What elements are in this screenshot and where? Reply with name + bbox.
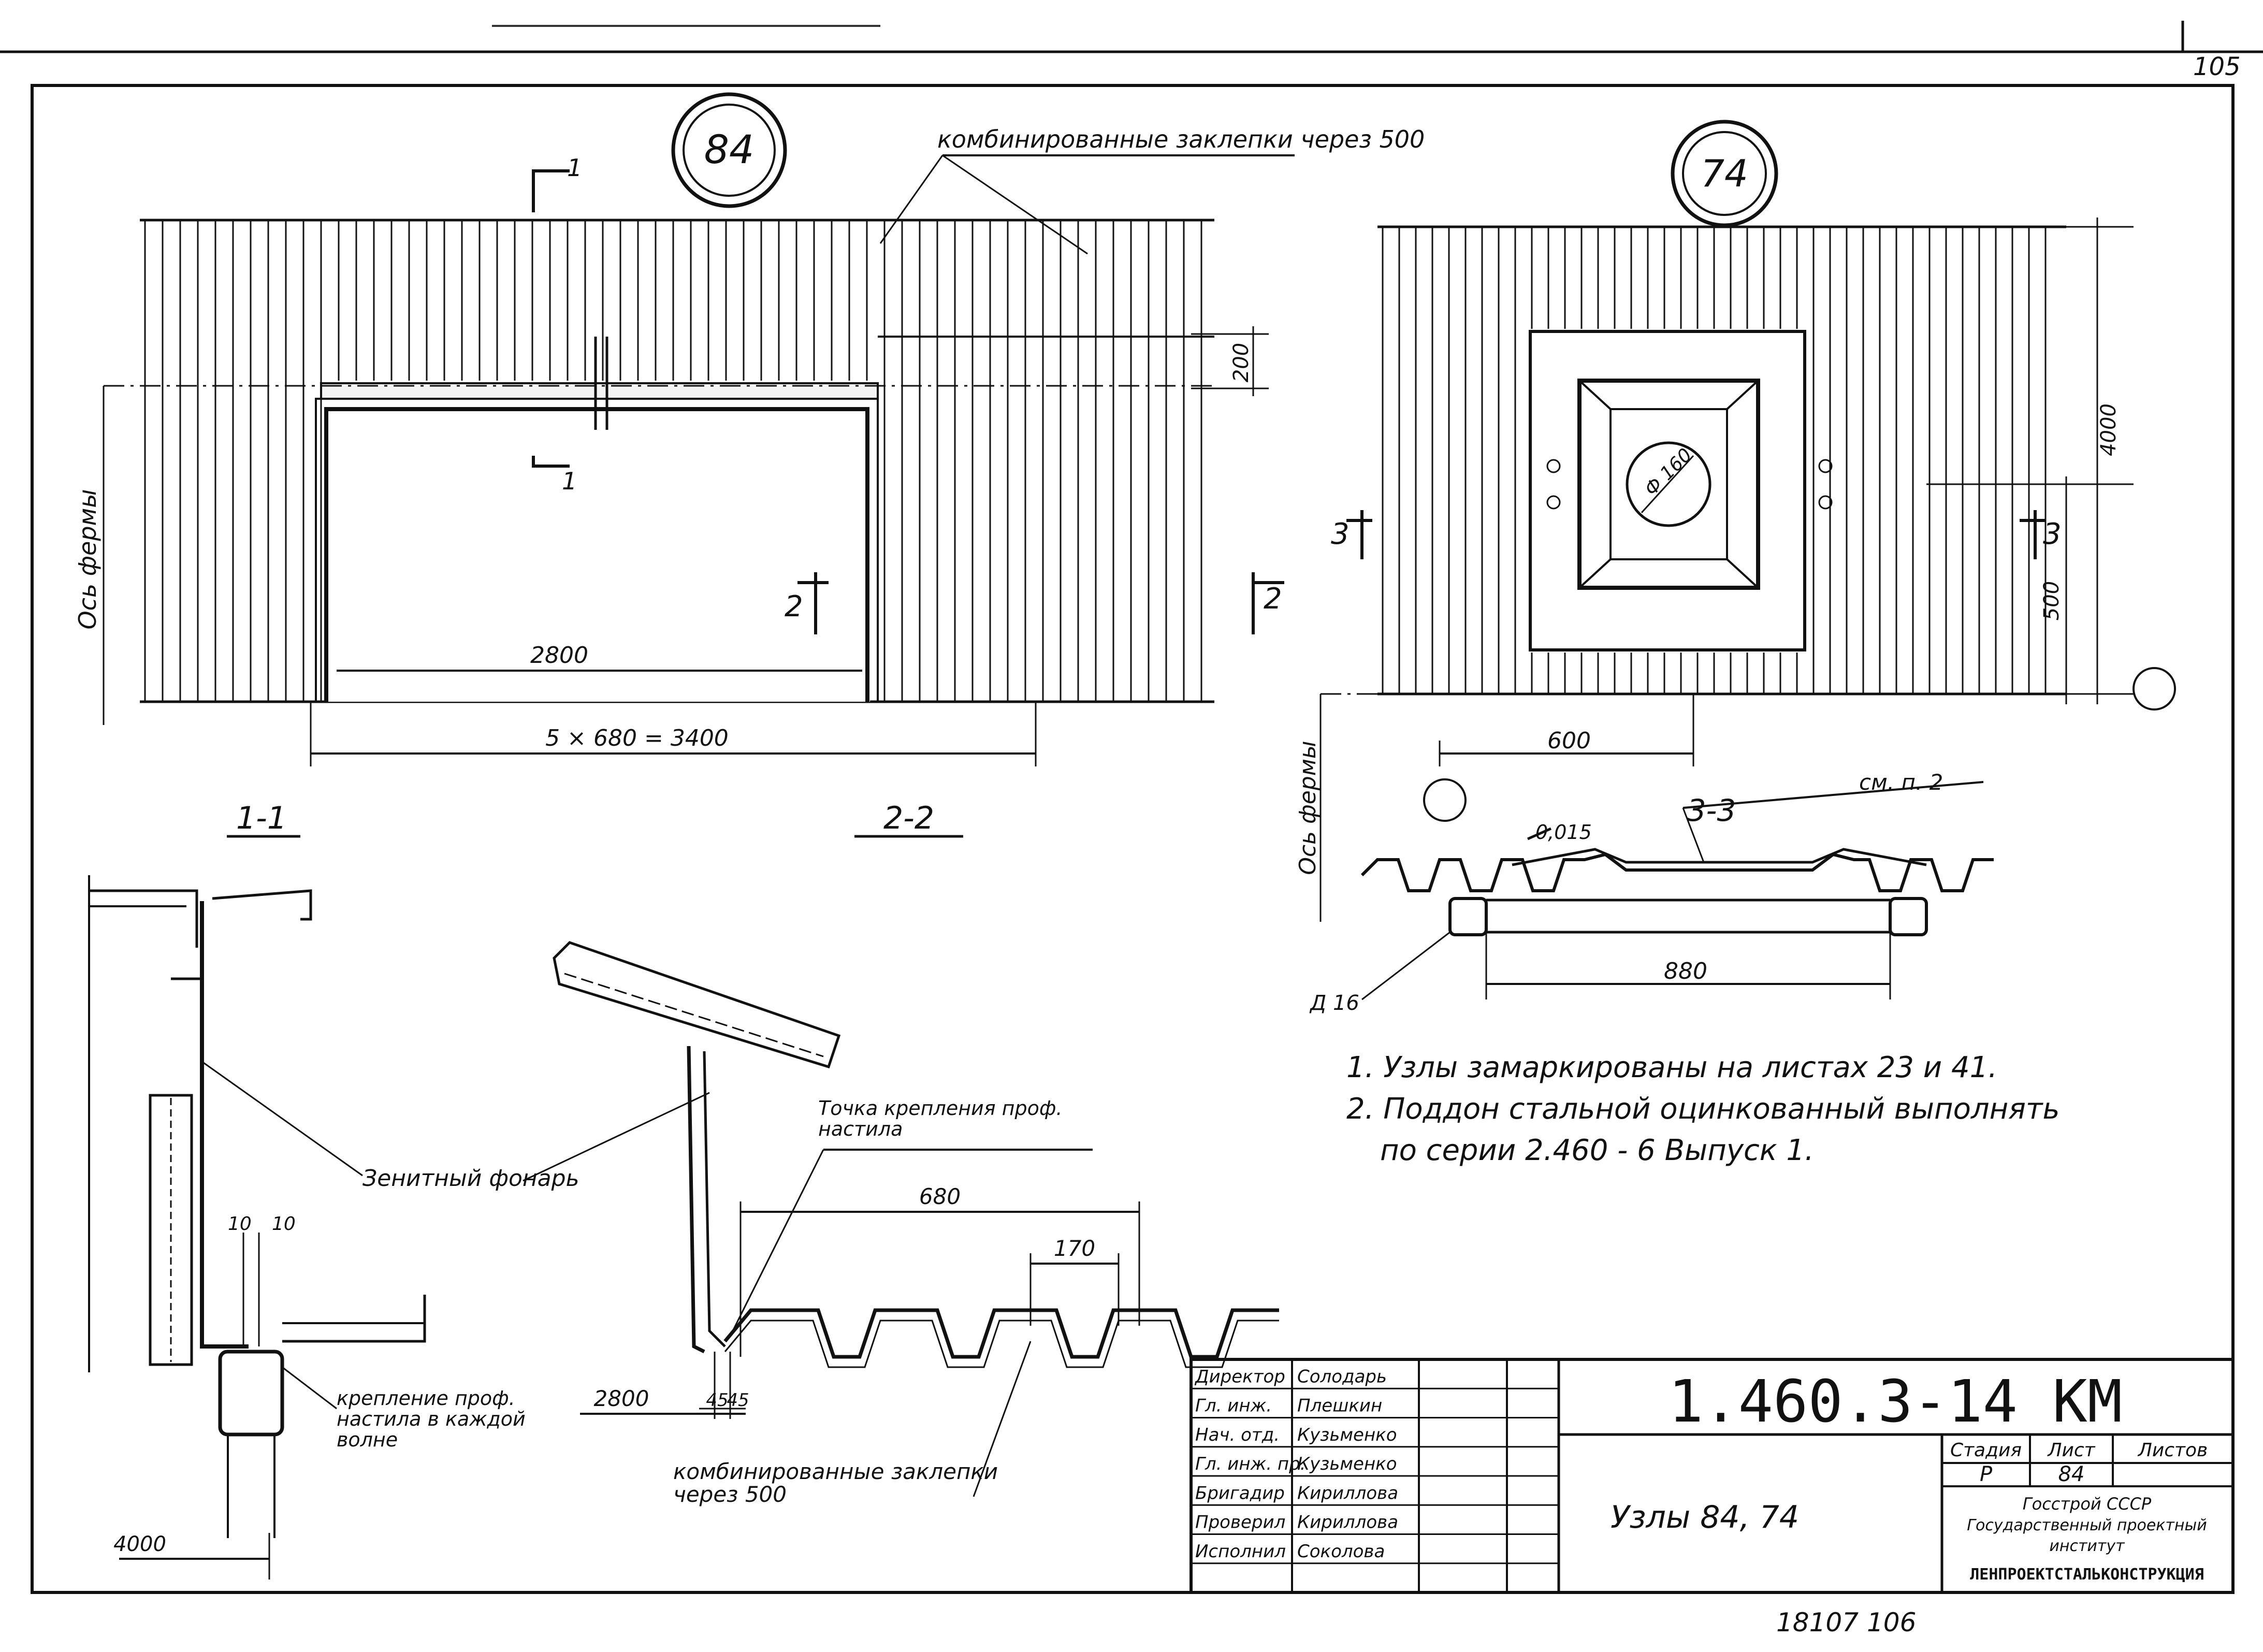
node-84-plan: [103, 92, 1295, 766]
section-2-2-callout: комбинированные заклепки через 500: [673, 1460, 998, 1507]
cut-2-right: 2: [1264, 582, 1282, 616]
node-84-label: 84: [704, 126, 755, 172]
note-3: по серии 2.460 - 6 Выпуск 1.: [1380, 1134, 1814, 1167]
signature-name: Кузьменко: [1297, 1454, 1397, 1474]
dim-170: 170: [1054, 1236, 1095, 1261]
title-block: [1189, 1358, 2235, 1594]
cut-3-right: 3: [2043, 517, 2062, 551]
footer-number: 18107 106: [1776, 1607, 1916, 1637]
note-lantern: Зенитный фонарь: [362, 1165, 579, 1192]
section-1-1-title: 1-1: [236, 800, 287, 836]
org-line-4: ЛЕНПРОЕКТСТАЛЬКОНСТРУКЦИЯ: [1970, 1566, 2204, 1584]
axis-label-74: Ось фермы: [1295, 741, 1321, 875]
sheet-header: Лист: [2047, 1440, 2095, 1461]
signature-role: Бригадир: [1195, 1483, 1285, 1503]
dim-500-74: 500: [2040, 581, 2064, 620]
dim-4000-74: 4000: [2097, 403, 2121, 456]
section-2-2: [553, 835, 1279, 1497]
node-74-label: 74: [1701, 152, 1748, 195]
cut-3-left: 3: [1331, 517, 1350, 551]
signature-role: Директор: [1194, 1366, 1285, 1387]
signature-role: Гл. инж. пр.: [1195, 1454, 1305, 1474]
cut-2-left: 2: [785, 590, 803, 624]
dim-10b: 10: [272, 1213, 296, 1235]
sheet-frame: [0, 21, 2263, 1594]
note-1: 1. Узлы замаркированы на листах 23 и 41.: [1346, 1051, 1997, 1084]
sheets-header: Листов: [2137, 1440, 2208, 1461]
page-number: 105: [2193, 52, 2241, 81]
section-3-3: [1360, 781, 1994, 1001]
dim-680: 680: [919, 1184, 961, 1209]
signature-name: Солодарь: [1297, 1366, 1387, 1387]
signature-name: Кириллова: [1297, 1483, 1398, 1503]
dim-4000-11: 4000: [113, 1532, 166, 1556]
section-3-3-ref: см. п. 2: [1859, 770, 1943, 795]
signature-name: Соколова: [1297, 1541, 1385, 1562]
signature-role: Гл. инж.: [1195, 1396, 1272, 1416]
signature-name: Кузьменко: [1297, 1425, 1397, 1445]
note-fastening: крепление проф. настила в каждой волне: [337, 1388, 526, 1451]
signature-name: Кириллова: [1297, 1512, 1398, 1533]
node-74-plan: [1319, 120, 2176, 922]
dim-45b: 45: [727, 1390, 749, 1411]
cut-1-top: 1: [567, 154, 582, 182]
signature-role: Нач. отд.: [1195, 1425, 1280, 1445]
section-1-1: [88, 835, 710, 1579]
note-2: 2. Поддон стальной оцинкованный выполнят…: [1346, 1092, 2060, 1126]
dim-3400: 5 × 680 = 3400: [545, 725, 729, 751]
stage-value: Р: [1980, 1462, 1993, 1486]
org-line-2: Государственный проектный: [1967, 1516, 2207, 1534]
dim-45a: 45: [706, 1390, 728, 1411]
cut-1-bottom: 1: [562, 467, 577, 495]
doc-code: 1.460.3-14 КМ: [1669, 1368, 2123, 1436]
stage-header: Стадия: [1950, 1440, 2022, 1461]
section-3-3-title: 3-3: [1687, 793, 1736, 828]
dim-600: 600: [1547, 728, 1591, 754]
dim-10a: 10: [228, 1213, 252, 1235]
signature-role: Исполнил: [1195, 1541, 1286, 1562]
axis-label-84: Ось фермы: [74, 489, 101, 629]
dim-2800: 2800: [530, 642, 588, 669]
dim-d16: Д 16: [1309, 991, 1359, 1015]
dim-thk: 0,015: [1535, 821, 1592, 844]
section-2-2-title: 2-2: [883, 800, 934, 836]
signature-name: Плешкин: [1297, 1396, 1382, 1416]
fix-point-label: Точка крепления проф. настила: [818, 1098, 1063, 1140]
dim-2800-22: 2800: [594, 1386, 649, 1411]
org-line-3: институт: [2049, 1537, 2125, 1555]
signature-role: Проверил: [1195, 1512, 1285, 1533]
sheet-value: 84: [2058, 1462, 2085, 1486]
node-84-callout: комбинированные заклепки через 500: [937, 125, 1425, 153]
org-line-1: Госстрой СССР: [2023, 1494, 2152, 1514]
title-block-text: Узлы 84, 74: [1611, 1499, 1799, 1535]
dim-880: 880: [1664, 958, 1707, 984]
dim-200: 200: [1229, 343, 1253, 382]
